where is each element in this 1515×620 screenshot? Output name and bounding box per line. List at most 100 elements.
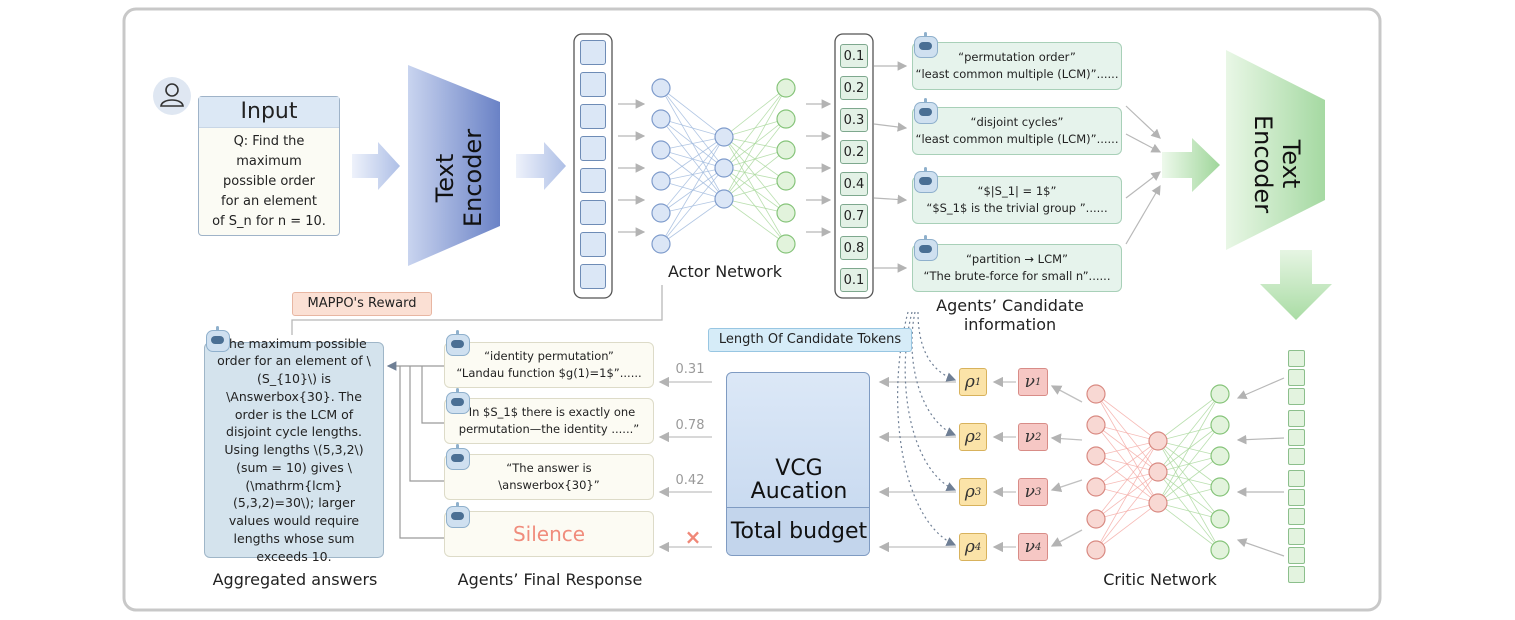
robot-icon: [206, 326, 230, 352]
rho-index: 1: [974, 376, 982, 388]
arrow: [873, 194, 908, 205]
nu-index: 1: [1034, 376, 1042, 388]
response-aggregate-connectors: [386, 361, 444, 539]
aggregated-caption: Aggregated answers: [212, 570, 378, 589]
question-line: of S_n for n = 10.: [212, 214, 326, 229]
probability-cell: 0.2: [840, 76, 868, 100]
nu-index: 4: [1034, 541, 1042, 553]
network-node: [1086, 477, 1106, 497]
silence-text: Silence: [512, 521, 586, 546]
arrow: [1125, 133, 1162, 153]
robot-icon: [446, 330, 470, 356]
rho-index: 4: [974, 541, 982, 553]
embedding-cell: [580, 72, 606, 97]
network-node: [1086, 384, 1106, 404]
robot-icon: [914, 167, 938, 193]
network-node: [1210, 415, 1230, 435]
probability-cell: 0.4: [840, 172, 868, 196]
network-edge: [1095, 393, 1159, 504]
vcg-output-arrows: [658, 376, 712, 553]
network-node: [651, 109, 671, 129]
critic-embedding-cell: [1288, 566, 1305, 583]
robot-icon: [914, 32, 938, 58]
response-card: “identity permutation”“Landau function $…: [444, 342, 654, 388]
network-node: [714, 127, 734, 147]
critic-embedding-cell: [1288, 350, 1305, 367]
network-edge: [1157, 440, 1221, 551]
network-node: [651, 203, 671, 223]
critic-embedding-cell: [1288, 489, 1305, 506]
probability-cell: 0.2: [840, 140, 868, 164]
arrow: [1236, 538, 1285, 557]
text-encoder-right-label: Text Encoder: [1249, 114, 1305, 214]
candidate-card: “permutation order” “least common multipl…: [912, 42, 1122, 90]
candidate-line: “disjoint cycles”: [970, 115, 1064, 130]
nu-index: 2: [1034, 431, 1042, 443]
candidate-line: “partition → LCM”: [965, 252, 1068, 267]
nu-symbol: ν: [1024, 537, 1035, 557]
network-node: [1210, 384, 1230, 404]
critic-embedding-cell: [1288, 508, 1305, 525]
network-node: [1086, 540, 1106, 560]
probability-cell: 0.7: [840, 204, 868, 228]
actor-input-arrows: [618, 99, 646, 237]
response-line: \answerbox{30}”: [498, 478, 600, 492]
vcg-title-line: VCG: [775, 456, 823, 481]
length-tokens-label: Length Of Candidate Tokens: [708, 328, 912, 352]
flow-arrow-encoder-down: [1260, 250, 1332, 320]
embedding-cell: [580, 136, 606, 161]
candidate-line: “$S_1$ is the trivial group ”......: [926, 201, 1108, 215]
network-edge: [1095, 424, 1159, 504]
network-edge: [660, 87, 725, 138]
nu-index: 3: [1034, 486, 1042, 498]
network-node: [1210, 477, 1230, 497]
nu-symbol: ν: [1024, 372, 1035, 392]
network-edge: [1095, 486, 1159, 504]
network-node: [1210, 540, 1230, 560]
flow-arrow-encoder-to-vector: [516, 142, 566, 190]
candidate-line: “permutation order”: [958, 50, 1076, 65]
response-line: “In $S_1$ there is exactly one: [462, 405, 636, 420]
network-edge: [723, 149, 787, 200]
arrow: [1236, 434, 1285, 445]
network-edge: [660, 198, 725, 245]
network-node: [776, 78, 796, 98]
mappo-reward-label: MAPPO's Reward: [292, 292, 432, 316]
candidates-caption: Agents’ Candidate information: [936, 296, 1084, 334]
candidate-line: “least common multiple (LCM)”......: [915, 67, 1119, 81]
arrow: [1125, 105, 1161, 139]
network-edge: [1157, 440, 1221, 520]
rho-symbol: ρ: [964, 482, 975, 502]
flow-arrow-input-to-encoder: [352, 142, 400, 190]
network-node: [651, 234, 671, 254]
network-edge: [1095, 471, 1159, 520]
network-edge: [1157, 471, 1221, 551]
embedding-cell: [580, 264, 606, 289]
arrow: [873, 122, 908, 132]
embedding-cell: [580, 104, 606, 129]
critic-network-label: Critic Network: [1103, 570, 1217, 589]
network-node: [1086, 415, 1106, 435]
network-edge: [1157, 440, 1221, 457]
network-node: [776, 140, 796, 160]
network-edge: [723, 87, 787, 200]
candidate-line: “The brute-force for small n”......: [923, 269, 1111, 283]
response-card: “The answer is\answerbox{30}”: [444, 454, 654, 500]
network-edge: [1157, 393, 1221, 442]
candidate-card: “partition → LCM” “The brute-force for sm…: [912, 244, 1122, 292]
user-icon: [153, 77, 191, 115]
network-node: [776, 203, 796, 223]
probability-cell: 0.1: [840, 268, 868, 292]
network-node: [776, 109, 796, 129]
probability-arrows: [806, 99, 832, 237]
nu-symbol: ν: [1024, 427, 1035, 447]
network-node: [651, 171, 671, 191]
actor-network-graph: [651, 78, 796, 254]
rho-index: 3: [974, 486, 982, 498]
embedding-cell: [580, 200, 606, 225]
network-node: [776, 234, 796, 254]
